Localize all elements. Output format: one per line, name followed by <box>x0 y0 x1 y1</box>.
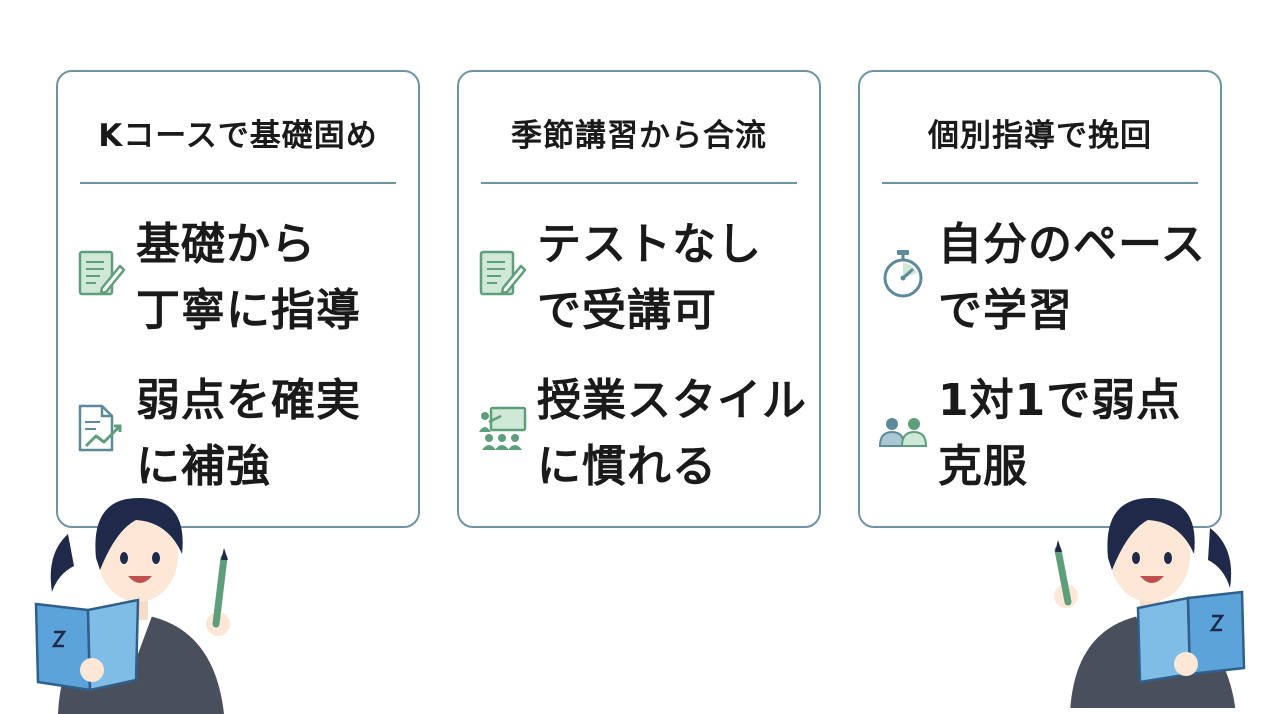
feature-item: 1対1で弱点 克服 <box>878 368 1212 498</box>
feature-item: 授業スタイル に慣れる <box>477 368 811 498</box>
chart-report-icon <box>76 400 126 456</box>
classroom-icon <box>477 400 527 456</box>
document-pencil-icon <box>76 244 126 300</box>
document-pencil-icon <box>477 244 527 300</box>
feature-text: 基礎から 丁寧に指導 <box>136 219 361 336</box>
feature-item: 基礎から 丁寧に指導 <box>76 212 410 342</box>
card-title: 季節講習から合流 <box>511 118 767 154</box>
card-seasonal-course: 季節講習から合流 テストなし で受講可 <box>457 70 821 528</box>
feature-text: 弱点を確実 に補強 <box>136 375 361 492</box>
student-illustration-right <box>1030 468 1260 708</box>
feature-item: 自分のペース で学習 <box>878 212 1212 342</box>
card-divider <box>80 182 396 184</box>
card-divider <box>481 182 797 184</box>
card-title: Kコースで基礎固め <box>98 118 378 154</box>
feature-text: テストなし で受講可 <box>537 219 762 336</box>
feature-text: 授業スタイル に慣れる <box>537 375 807 492</box>
feature-text: 1対1で弱点 克服 <box>938 375 1182 492</box>
feature-item: テストなし で受講可 <box>477 212 811 342</box>
card-k-course: Kコースで基礎固め 基礎から 丁寧に指導 弱点を <box>56 70 420 528</box>
two-people-icon <box>878 400 928 456</box>
card-individual-course: 個別指導で挽回 自分のペース で学習 1対1で弱点 克服 <box>858 70 1222 528</box>
feature-item: 弱点を確実 に補強 <box>76 368 410 498</box>
student-illustration-left <box>28 474 258 714</box>
card-divider <box>882 182 1198 184</box>
feature-text: 自分のペース で学習 <box>938 219 1206 336</box>
card-title: 個別指導で挽回 <box>928 118 1152 154</box>
stopwatch-icon <box>878 244 928 300</box>
